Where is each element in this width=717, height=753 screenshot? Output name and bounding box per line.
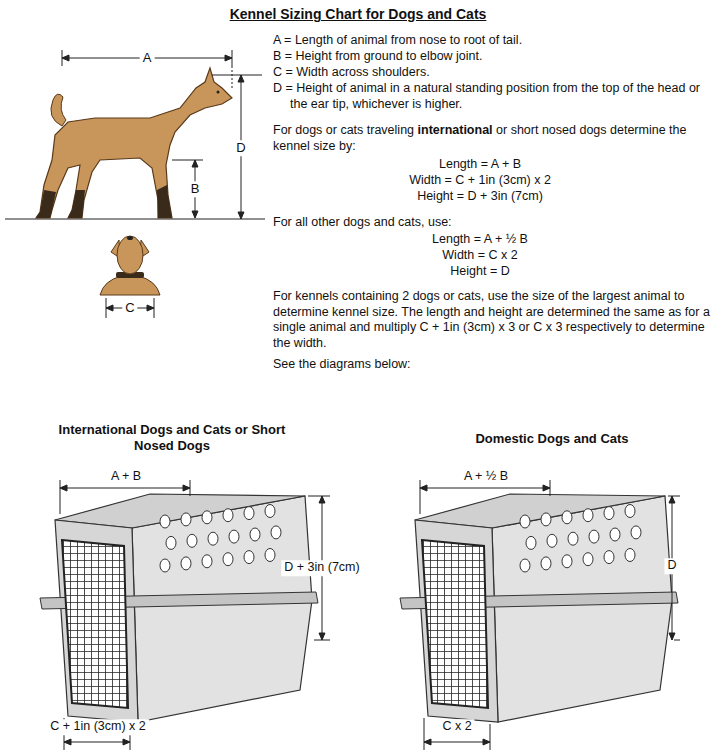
kennel-domestic — [400, 494, 678, 722]
formula: Height = D + 3in (7cm) — [417, 189, 543, 205]
kennel-dimension: A + B — [108, 469, 144, 485]
chart-title: Kennel Sizing Chart for Dogs and Cats — [230, 6, 487, 22]
formula: Width = C + 1in (3cm) x 2 — [409, 173, 551, 189]
dimension-letter: C — [122, 300, 137, 316]
kennel-international — [40, 494, 318, 722]
kennel-dimensions — [60, 480, 680, 750]
formula: Width = C x 2 — [442, 248, 517, 264]
note-text: See the diagrams below: — [273, 357, 713, 373]
kennel-dimension: D + 3in (7cm) — [281, 560, 362, 576]
definition: D = Height of animal in a natural standi… — [273, 81, 713, 112]
dog-paws — [36, 185, 172, 218]
kennel-dimension: C x 2 — [439, 719, 474, 735]
kennel-dimension: C + 1in (3cm) x 2 — [47, 719, 149, 735]
kennel-dimension: A + ½ B — [461, 469, 511, 485]
definition: C = Width across shoulders. — [273, 65, 713, 81]
dimension-letter: D — [233, 140, 248, 156]
dimension-letter: B — [188, 181, 203, 197]
dimension-c — [106, 298, 154, 318]
dimension-letter: A — [140, 50, 155, 66]
dimension-d — [212, 75, 262, 219]
definition: A = Length of animal from nose to root o… — [273, 33, 713, 49]
note-text: For dogs or cats traveling — [273, 123, 418, 137]
dimension-b — [172, 160, 203, 218]
formula: Length = A + ½ B — [432, 232, 528, 248]
kennel-dimension: D — [664, 558, 679, 574]
kennel-heading: Domestic Dogs and Cats — [475, 431, 628, 447]
dog-head-top-view — [100, 236, 160, 295]
formula: Height = D — [450, 264, 509, 280]
definition: B = Height from ground to elbow joint. — [273, 49, 713, 65]
dog-body — [36, 68, 232, 218]
formula: Length = A + B — [439, 157, 521, 173]
dimension-a — [62, 50, 232, 90]
kennel-heading: International Dogs and Cats or Short Nos… — [57, 422, 287, 453]
note-text: For all other dogs and cats, use: — [273, 215, 713, 231]
dog-eye — [217, 91, 220, 94]
note-text: For kennels containing 2 dogs or cats, u… — [273, 289, 713, 351]
dog-tail — [51, 94, 66, 126]
note-emphasis: international — [418, 123, 497, 137]
